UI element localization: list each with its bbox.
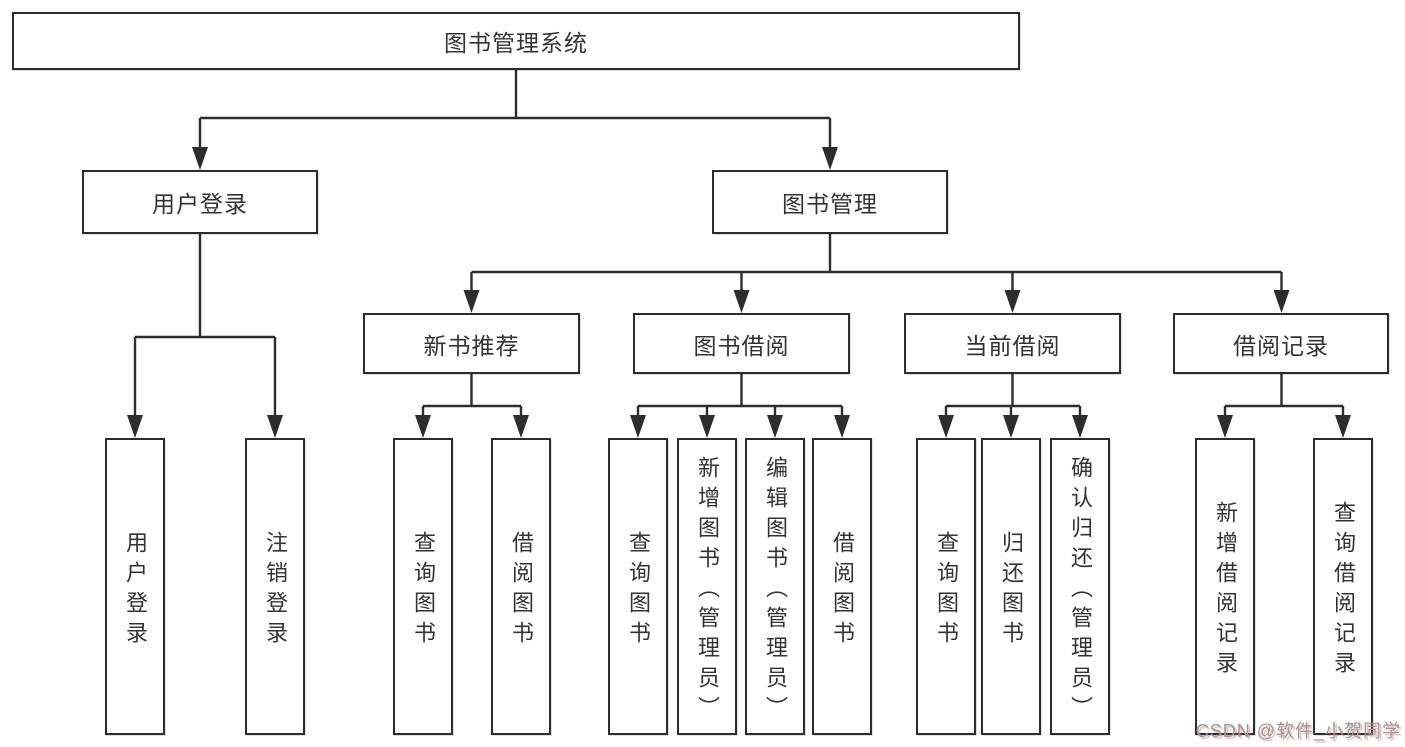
leaf-label: 用户登录 [123,530,148,651]
leaf-edit-book-admin: 编辑图书（管理员） [745,438,805,735]
leaf-label: 借阅图书 [509,530,534,651]
leaf-query-borrow-record: 查询借阅记录 [1313,438,1373,735]
leaf-return-book: 归还图书 [981,438,1041,735]
node-borrowing-records: 借阅记录 [1173,313,1389,374]
leaf-borrow-books: 借阅图书 [812,438,872,735]
leaf-label: 查询图书 [934,530,959,651]
leaf-label: 查询借阅记录 [1331,500,1356,681]
leaf-label: 确认归还（管理员） [1068,455,1093,726]
leaf-add-borrow-record: 新增借阅记录 [1195,438,1255,735]
node-book-management: 图书管理 [712,170,948,234]
node-new-book-recommend: 新书推荐 [363,313,580,374]
leaf-borrow-books-recommend: 借阅图书 [491,438,551,735]
leaf-label: 新增借阅记录 [1213,500,1238,681]
node-label: 图书借阅 [693,332,790,359]
node-label: 图书管理 [782,191,878,217]
node-current-borrowing: 当前借阅 [904,313,1121,374]
leaf-label: 新增图书（管理员） [695,455,720,726]
node-label: 新书推荐 [423,332,520,359]
node-user-login: 用户登录 [82,170,318,234]
leaf-confirm-return-admin: 确认归还（管理员） [1050,438,1110,735]
leaf-query-books-borrowing: 查询图书 [608,438,668,735]
leaf-label: 查询图书 [626,530,651,651]
leaf-label: 查询图书 [411,530,436,651]
node-label: 当前借阅 [964,332,1061,359]
leaf-logout: 注销登录 [245,438,305,735]
node-label: 图书管理系统 [444,30,588,56]
watermark-text: CSDN @软件_小贺同学 [1195,721,1401,741]
leaf-user-login: 用户登录 [105,438,165,735]
node-label: 用户登录 [152,191,248,217]
leaf-label: 编辑图书（管理员） [763,455,788,726]
leaf-label: 注销登录 [263,530,288,651]
leaf-query-books-current: 查询图书 [916,438,976,735]
leaf-label: 归还图书 [999,530,1024,651]
leaf-label: 借阅图书 [830,530,855,651]
leaf-query-books-recommend: 查询图书 [393,438,453,735]
node-library-management-system: 图书管理系统 [12,12,1020,70]
leaf-add-book-admin: 新增图书（管理员） [677,438,737,735]
node-book-borrowing: 图书借阅 [633,313,850,374]
node-label: 借阅记录 [1233,332,1329,359]
